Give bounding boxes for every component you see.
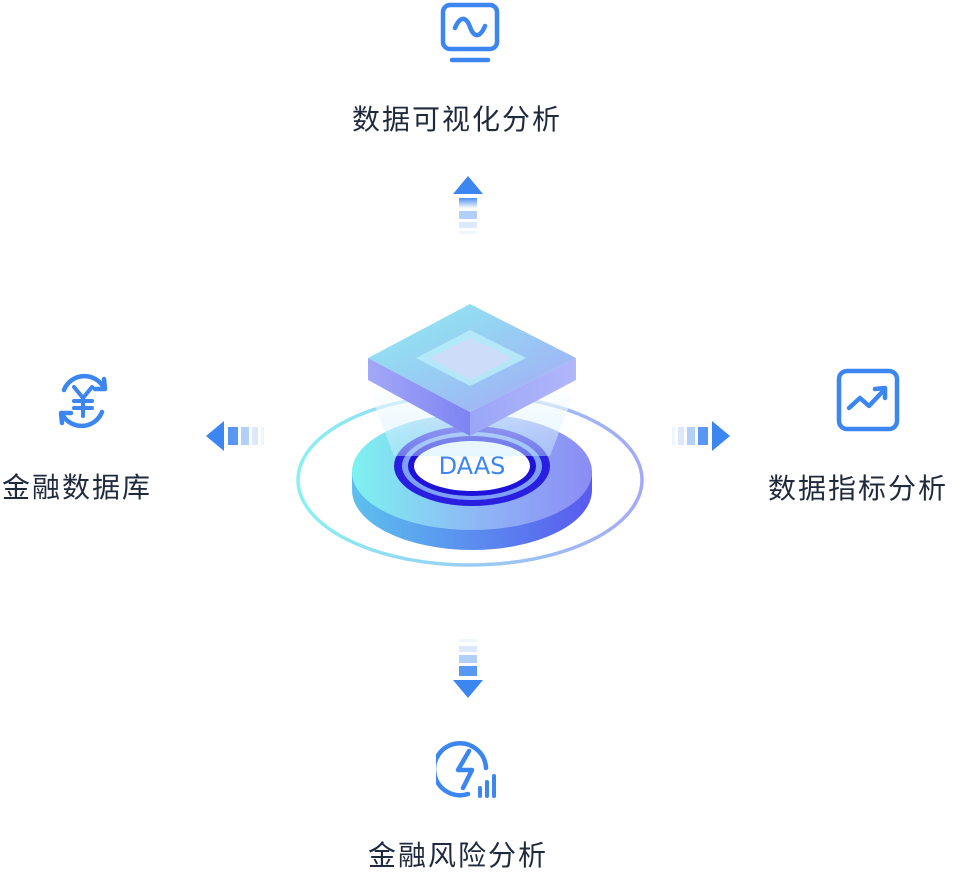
- node-label-left: 金融数据库: [2, 471, 153, 504]
- lightning-bars-icon: [431, 738, 500, 800]
- center-label: DAAS: [439, 452, 506, 480]
- arrow-left-icon: [206, 420, 268, 452]
- yuan-cycle-icon: [52, 370, 114, 432]
- monitor-wave-icon: [440, 2, 500, 64]
- node-label-right: 数据指标分析: [768, 472, 949, 505]
- arrow-up-icon: [452, 176, 484, 236]
- trend-chart-icon: [836, 368, 900, 432]
- arrow-right-icon: [668, 420, 730, 452]
- node-label-top: 数据可视化分析: [352, 103, 563, 136]
- arrow-down-icon: [452, 636, 484, 698]
- node-label-bottom: 金融风险分析: [368, 839, 549, 872]
- daas-platform: DAAS: [280, 290, 660, 580]
